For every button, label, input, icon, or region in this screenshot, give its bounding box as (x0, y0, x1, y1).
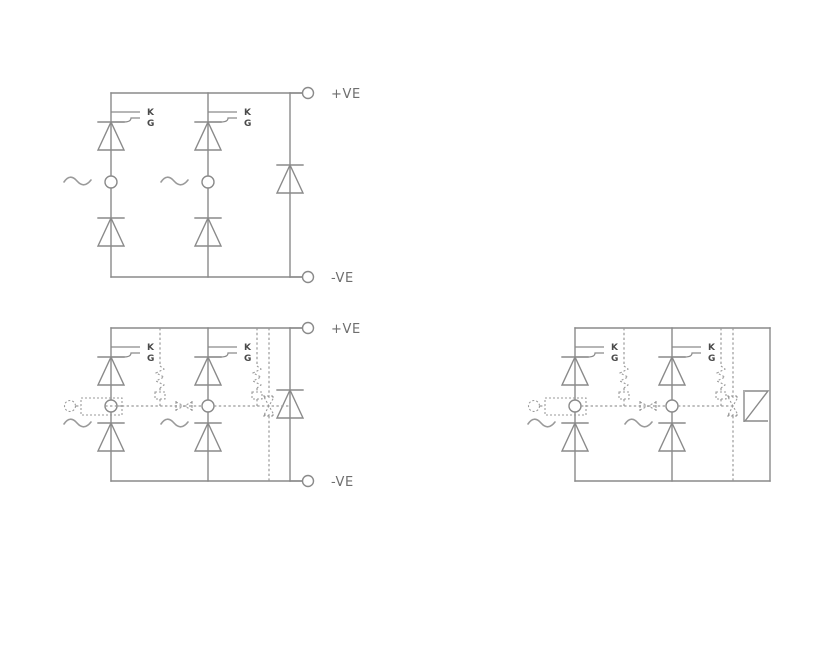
cathode-label: K (708, 343, 716, 353)
gate-label: G (147, 354, 154, 364)
snubber-overlay-group (527, 328, 739, 481)
positive-terminal-circle[interactable] (301, 86, 315, 100)
dashed-bidi-tri-left (175, 401, 186, 411)
dashed-capacitor-1 (154, 391, 166, 400)
ac-source-symbol-1 (527, 418, 556, 428)
gate-label: G (611, 354, 618, 364)
dashed-resistor-1 (154, 365, 166, 389)
ac-node-leg1[interactable] (568, 399, 582, 413)
ac-source-symbol-2 (160, 176, 189, 186)
negative-rail-label: -VE (331, 475, 354, 490)
thyristor-leg1-upper: K G (97, 108, 155, 151)
dashed-vdiode-tri-top (263, 396, 275, 408)
dashed-vdiode-tri-bottom (263, 404, 275, 416)
gate-label: G (708, 354, 715, 364)
dashed-resistor-2 (251, 365, 263, 389)
cathode-label: K (244, 108, 252, 118)
dashed-source-circle (63, 399, 77, 413)
dashed-vdiode-tri-top (727, 396, 739, 408)
dashed-bidi-tri-left (639, 401, 650, 411)
dashed-source-circle (527, 399, 541, 413)
gate-label: G (244, 119, 251, 129)
gate-lead-wire (111, 352, 140, 358)
dashed-resistor-2 (715, 365, 727, 389)
dashed-bidirectional-diode (175, 401, 193, 411)
thyristor-leg1-upper: K G (561, 343, 619, 386)
diagram-bottom-left: +VE -VE K G K G (63, 321, 361, 490)
dashed-bidirectional-diode (639, 401, 657, 411)
freewheel-diode-clipped (743, 390, 770, 422)
cathode-label: K (147, 343, 155, 353)
dashed-vdiode-tri-bottom (727, 404, 739, 416)
thyristor-leg1-upper: K G (97, 343, 155, 386)
clipped-diode-body (743, 390, 770, 422)
cathode-label: K (611, 343, 619, 353)
gate-lead-wire (111, 117, 140, 123)
ac-node-leg2[interactable] (201, 175, 215, 189)
dashed-capacitor-1 (618, 391, 630, 400)
dashed-capacitor-2 (715, 391, 727, 400)
negative-terminal-circle[interactable] (301, 270, 315, 284)
ac-source-symbol-1 (63, 176, 92, 186)
gate-lead-wire (575, 352, 604, 358)
dashed-vertical-diode (727, 395, 739, 417)
gate-label: G (147, 119, 154, 129)
ac-node-leg1[interactable] (104, 175, 118, 189)
negative-rail-label: -VE (331, 271, 354, 286)
diagram-bottom-right: K G K G (527, 327, 771, 482)
thyristor-leg2-upper: K G (194, 343, 252, 386)
snubber-overlay-group (63, 328, 290, 481)
gate-label: G (244, 354, 251, 364)
positive-rail-label: +VE (331, 87, 361, 102)
gate-lead-wire (672, 352, 701, 358)
negative-terminal-circle[interactable] (301, 474, 315, 488)
positive-terminal-circle[interactable] (301, 321, 315, 335)
cathode-label: K (147, 108, 155, 118)
ac-source-symbol-1 (63, 418, 92, 428)
dashed-capacitor-2 (251, 391, 263, 400)
dashed-resistor-1 (618, 365, 630, 389)
thyristor-leg2-upper: K G (194, 108, 252, 151)
diagram-top-left: +VE -VE K G K G (63, 86, 361, 286)
gate-lead-wire (208, 352, 237, 358)
ac-node-leg2[interactable] (665, 399, 679, 413)
cathode-label: K (244, 343, 252, 353)
gate-lead-wire (208, 117, 237, 123)
thyristor-leg2-upper: K G (658, 343, 716, 386)
ac-source-symbol-2 (624, 418, 653, 428)
positive-rail-label: +VE (331, 322, 361, 337)
ac-source-symbol-2 (160, 418, 189, 428)
ac-node-leg2[interactable] (201, 399, 215, 413)
